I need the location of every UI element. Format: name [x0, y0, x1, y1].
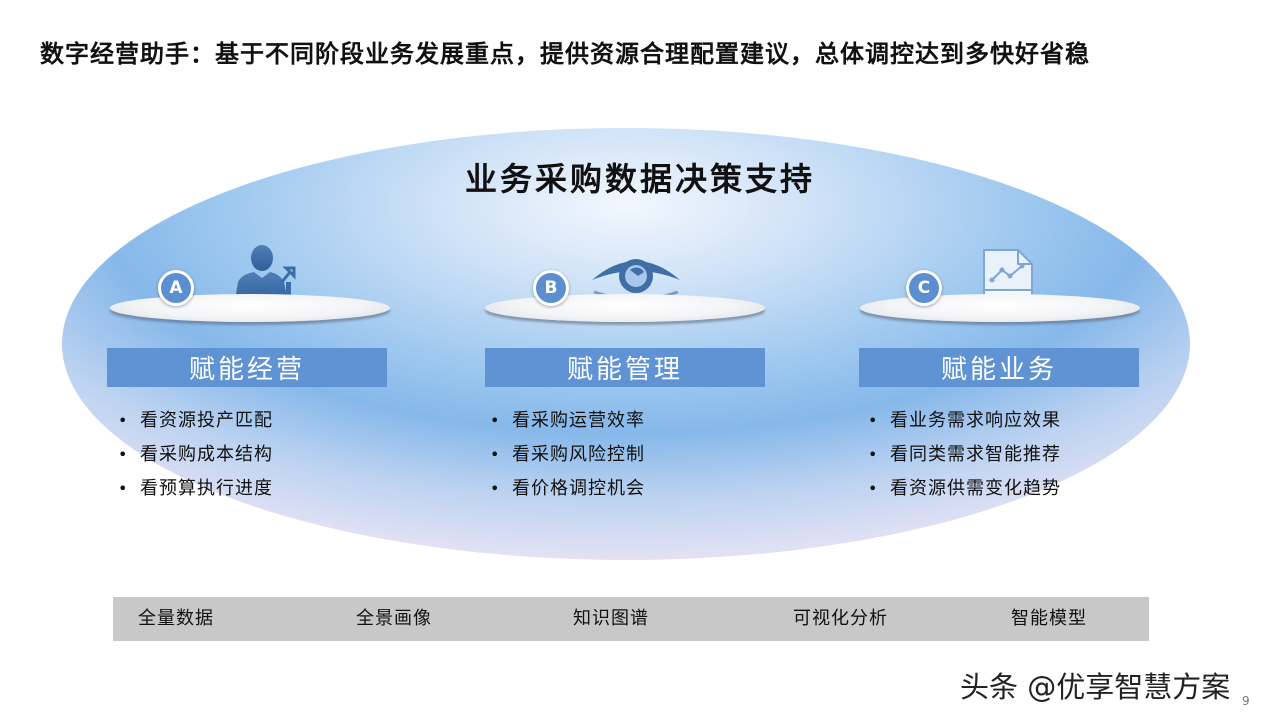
page-number: 9	[1242, 694, 1250, 708]
pedestal-disc-b	[485, 294, 765, 322]
pedestal-disc-a	[110, 294, 390, 322]
eye-icon	[592, 259, 680, 301]
capability-bar: 全量数据 全景画像 知识图谱 可视化分析 智能模型	[113, 597, 1149, 641]
capability-full-data: 全量数据	[138, 608, 214, 629]
list-item: 看采购风险控制	[490, 438, 645, 472]
list-item: 看预算执行进度	[118, 472, 273, 506]
list-item: 看业务需求响应效果	[868, 404, 1061, 438]
heading-banner-a: 赋能经营	[107, 348, 387, 387]
ellipse-title: 业务采购数据决策支持	[464, 160, 815, 198]
bullet-list-b: 看采购运营效率 看采购风险控制 看价格调控机会	[490, 404, 645, 506]
pedestal-disc-c	[860, 294, 1140, 322]
list-item: 看价格调控机会	[490, 472, 645, 506]
heading-banner-c: 赋能业务	[859, 348, 1139, 387]
list-item: 看同类需求智能推荐	[868, 438, 1061, 472]
badge-b: B	[533, 270, 569, 306]
capability-panorama-profile: 全景画像	[356, 608, 432, 629]
capability-knowledge-graph: 知识图谱	[573, 608, 649, 629]
list-item: 看资源供需变化趋势	[868, 472, 1061, 506]
list-item: 看采购运营效率	[490, 404, 645, 438]
list-item: 看资源投产匹配	[118, 404, 273, 438]
bullet-list-c: 看业务需求响应效果 看同类需求智能推荐 看资源供需变化趋势	[868, 404, 1061, 506]
capability-smart-model: 智能模型	[1011, 608, 1087, 629]
heading-banner-b: 赋能管理	[485, 348, 765, 387]
badge-c: C	[906, 270, 942, 306]
badge-a: A	[158, 270, 194, 306]
capability-visual-analysis: 可视化分析	[793, 608, 888, 629]
watermark: 头条 @优享智慧方案	[960, 670, 1231, 704]
bullet-list-a: 看资源投产匹配 看采购成本结构 看预算执行进度	[118, 404, 273, 506]
list-item: 看采购成本结构	[118, 438, 273, 472]
slide-title: 数字经营助手：基于不同阶段业务发展重点，提供资源合理配置建议，总体调控达到多快好…	[40, 39, 1090, 68]
